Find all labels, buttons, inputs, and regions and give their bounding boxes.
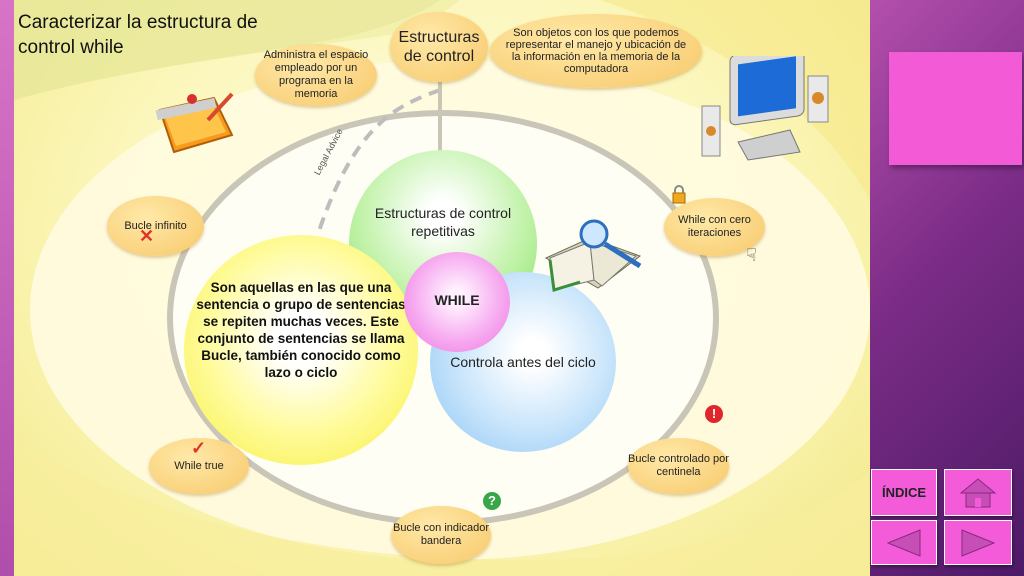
bubble-while-cero: While con cero iteraciones [664,198,765,256]
help-icon: ? [483,492,501,510]
cross-mark-icon: ✕ [139,226,155,246]
bubble-bandera: Bucle con indicador bandera [391,506,491,564]
bubble-bucle-infinito: Bucle infinito [107,196,204,256]
while-label: WHILE [434,292,480,308]
slide-canvas: Caracterizar la estructura de control wh… [0,0,870,576]
note-right-text: Son objetos con los que podemos represen… [505,27,687,75]
index-button-label: ÍNDICE [881,485,927,500]
arrow-right-icon [961,528,996,557]
lock-icon [672,185,686,204]
home-icon [959,477,997,507]
bubble-while-true: While true [149,438,249,494]
previous-button[interactable] [871,520,937,565]
structures-bubble: Estructuras de control [390,12,488,82]
bucle-infinito-label: Bucle infinito [124,219,187,232]
note-left-bubble: Administra el espacio empleado por un pr… [255,44,377,106]
note-right-bubble: Son objetos con los que podemos represen… [490,14,702,88]
while-true-label: While true [174,460,224,472]
pink-panel [889,52,1022,165]
index-button[interactable]: ÍNDICE [871,469,937,516]
notepad-pencil-icon [155,92,234,154]
computer-icon [701,56,829,161]
yellow-circle: Son aquellas en las que una sentencia o … [184,235,418,465]
yellow-circle-text: Son aquellas en las que una sentencia o … [196,280,406,380]
while-cero-label: While con cero iteraciones [678,214,751,239]
arrow-left-icon [886,528,921,557]
note-left-text: Administra el espacio empleado por un pr… [263,49,369,100]
pointing-hand-icon: ☟ [746,245,757,265]
slide-title: Caracterizar la estructura de control wh… [18,12,258,58]
alert-icon: ! [705,405,723,423]
green-circle-text: Estructuras de control repetitivas [374,205,512,239]
structures-label: Estructuras de control [398,29,480,65]
next-button[interactable] [944,520,1012,565]
left-accent-bar [0,0,14,576]
bubble-centinela: Bucle controlado por centinela [628,438,729,494]
home-button[interactable] [944,469,1012,516]
bandera-label: Bucle con indicador bandera [392,522,489,547]
check-mark-icon: ✓ [191,438,207,458]
centinela-label: Bucle controlado por centinela [628,453,729,478]
blue-circle-text: Controla antes del ciclo [450,354,596,370]
while-circle: WHILE [404,252,510,352]
book-magnifier-icon [544,219,642,292]
